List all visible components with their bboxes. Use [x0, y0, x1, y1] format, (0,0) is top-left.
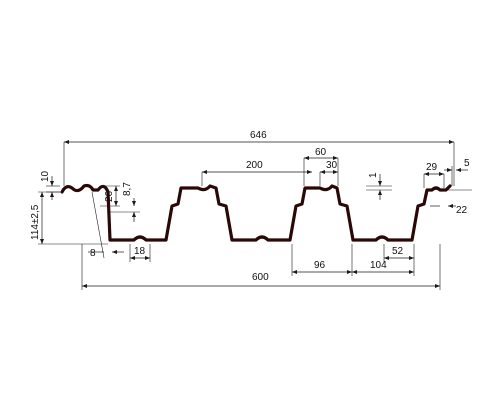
dim-label-10: 10 [40, 170, 51, 182]
sheet-profile [60, 183, 452, 242]
dim-label-26: 26 [104, 190, 115, 202]
dim-label-60: 60 [315, 147, 327, 158]
dim-label-22: 22 [456, 205, 468, 216]
dim-label-200: 200 [246, 160, 263, 171]
dim-label-30: 30 [326, 160, 338, 171]
dim-label-646: 646 [250, 130, 267, 141]
dim-label-96: 96 [314, 260, 326, 271]
dim-label-104: 104 [370, 260, 387, 271]
dim-label-1: 1 [368, 172, 379, 178]
dim-label-8-7: 8,7 [122, 182, 133, 196]
dim-label-600: 600 [252, 272, 269, 283]
dim-label-114: 114±2,5 [30, 204, 41, 240]
dim-label-29: 29 [426, 162, 438, 173]
dim-label-18: 18 [134, 246, 146, 257]
dim-label-8: 8 [90, 248, 96, 259]
dim-label-5: 5 [464, 158, 470, 169]
dim-label-52: 52 [392, 246, 404, 257]
